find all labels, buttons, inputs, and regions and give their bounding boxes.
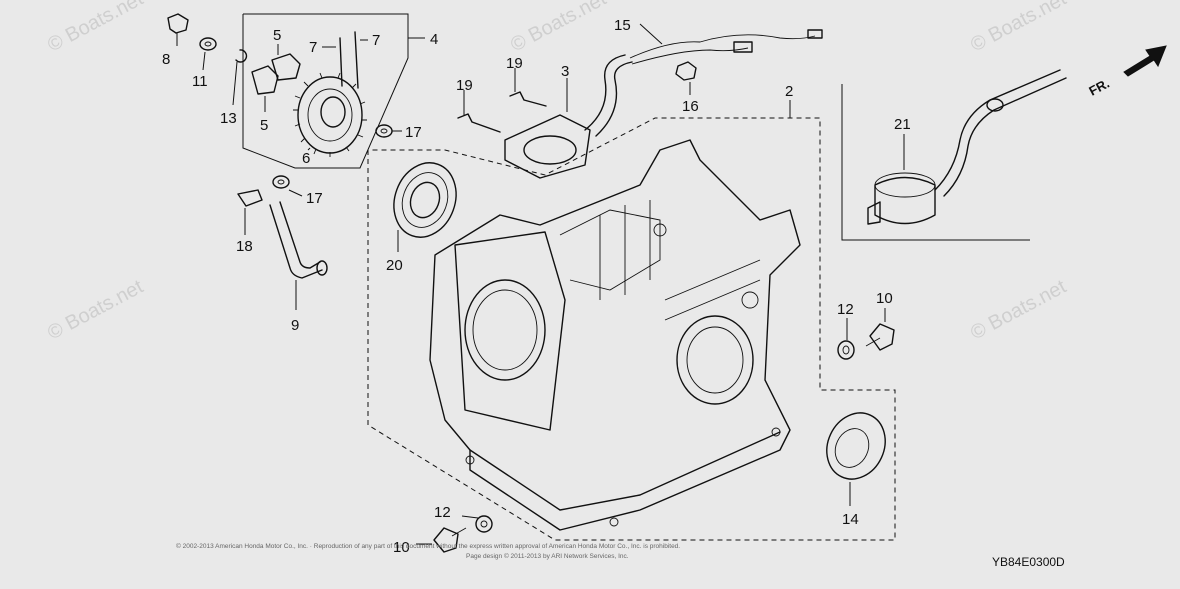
- callout-9: 9: [291, 317, 299, 334]
- washer-part-17: [272, 124, 402, 197]
- plug-part-8: [167, 13, 189, 46]
- governor-pins-part-7: [322, 31, 368, 89]
- bearing-part-20: [393, 162, 457, 252]
- drain-bolt-part-10-upper: [865, 308, 895, 351]
- callout-11: 11: [192, 73, 208, 90]
- crankcase-frame: [367, 117, 896, 541]
- callout-21: 21: [894, 116, 911, 133]
- watermark-2: © Boats.net: [507, 0, 610, 56]
- callout-14: 14: [842, 511, 859, 528]
- callout-15: 15: [614, 17, 631, 34]
- sensor-group-outline: [841, 84, 1030, 241]
- callout-19-upper: 19: [506, 55, 523, 72]
- page-credit: Page design © 2011-2013 by ARI Network S…: [466, 552, 629, 560]
- callout-7-right: 7: [372, 32, 380, 49]
- watermark-1: © Boats.net: [44, 0, 147, 56]
- callout-5-bottom: 5: [260, 117, 268, 134]
- washer-part-11: [199, 37, 217, 71]
- oil-seal-part-14: [826, 412, 886, 506]
- front-direction-label: FR.: [1086, 76, 1112, 99]
- callout-17-upper: 17: [405, 124, 422, 141]
- callout-10-upper: 10: [876, 290, 893, 307]
- sensor-part-21: [867, 69, 1067, 225]
- callout-12-upper: 12: [837, 301, 854, 318]
- copyright-notice: © 2002-2013 American Honda Motor Co., In…: [176, 542, 680, 550]
- callout-3: 3: [561, 63, 569, 80]
- wire-harness-part-15: [629, 23, 823, 65]
- drain-bolt-part-10-lower: [416, 527, 467, 553]
- callout-13: 13: [220, 110, 237, 127]
- callout-4: 4: [430, 31, 438, 48]
- callout-18: 18: [236, 238, 253, 255]
- governor-gear-part-6: [293, 72, 367, 157]
- oil-level-switch-part-3: [504, 54, 633, 179]
- washer-part-12-upper: [837, 318, 855, 360]
- callout-19-lower: 19: [456, 77, 473, 94]
- callout-12-lower: 12: [434, 504, 451, 521]
- callout-6: 6: [302, 150, 310, 167]
- callout-5-top: 5: [273, 27, 281, 44]
- callout-16: 16: [682, 98, 699, 115]
- watermark-3: © Boats.net: [967, 0, 1070, 56]
- diagram-code: YB84E0300D: [992, 555, 1065, 569]
- watermark-5: © Boats.net: [967, 276, 1070, 345]
- callout-17-lower: 17: [306, 190, 323, 207]
- watermark-4: © Boats.net: [44, 276, 147, 345]
- clip-part-18: [237, 189, 263, 235]
- front-direction-arrow: FR.: [1086, 45, 1167, 99]
- callout-7-left: 7: [309, 39, 317, 56]
- governor-weights-part-5: [251, 44, 301, 112]
- callout-2: 2: [785, 83, 793, 100]
- nut-part-16: [675, 61, 697, 95]
- breather-tube-part-9: [269, 201, 328, 310]
- governor-group-outline: [242, 13, 409, 169]
- clip-part-13: [232, 49, 248, 106]
- callout-8: 8: [162, 51, 170, 68]
- callout-20: 20: [386, 257, 403, 274]
- crankcase-part-2: [429, 139, 801, 531]
- bolt-part-19: [457, 68, 547, 133]
- washer-part-12-lower: [461, 515, 493, 533]
- callout-10-lower: 10: [393, 539, 410, 556]
